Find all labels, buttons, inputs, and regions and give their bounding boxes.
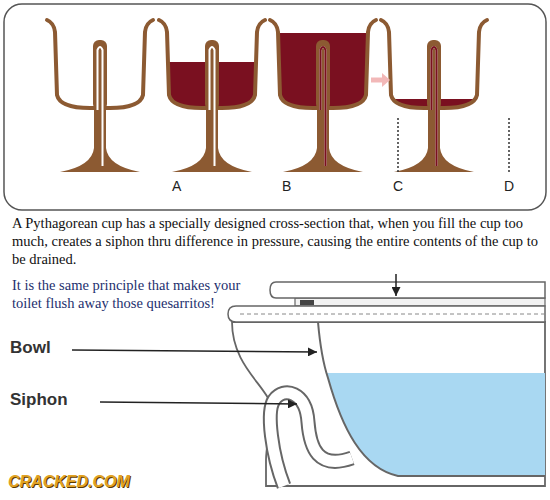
cup-empty — [47, 20, 153, 172]
explanation-text: It is the same principle that makes your… — [12, 276, 267, 312]
leader-arrow — [72, 350, 317, 352]
wine-in-tube — [321, 47, 326, 166]
explanation-text: A Pythagorean cup has a specially design… — [12, 214, 542, 268]
wine-in-tube — [432, 47, 437, 166]
flush-handle — [300, 300, 314, 305]
cup-letter: C — [393, 178, 403, 194]
tank-lid — [270, 282, 545, 298]
siphon-tube — [270, 393, 352, 486]
rim-line — [240, 314, 545, 315]
dotted-mark — [397, 118, 399, 174]
part-label: Siphon — [10, 390, 68, 410]
cup-letter: B — [282, 178, 291, 194]
cup-letter: A — [172, 178, 181, 194]
cup-half — [159, 20, 265, 172]
part-label: Bowl — [10, 338, 51, 358]
leader-arrow — [100, 402, 297, 404]
watermark: CRACKED.COM — [8, 472, 130, 492]
toilet — [228, 282, 545, 486]
step-arrow-head — [382, 73, 390, 87]
cup-letter: D — [504, 178, 514, 194]
bowl-wall — [318, 322, 545, 476]
siphon-inside — [270, 393, 352, 486]
water — [327, 373, 545, 476]
cup-panel — [4, 4, 546, 210]
rim — [228, 306, 545, 322]
cup-full — [270, 20, 376, 172]
step-arrow — [371, 78, 383, 83]
tank — [295, 298, 545, 306]
cup-drained — [381, 20, 487, 172]
dotted-mark — [508, 118, 510, 174]
flush-arrow — [395, 274, 397, 296]
